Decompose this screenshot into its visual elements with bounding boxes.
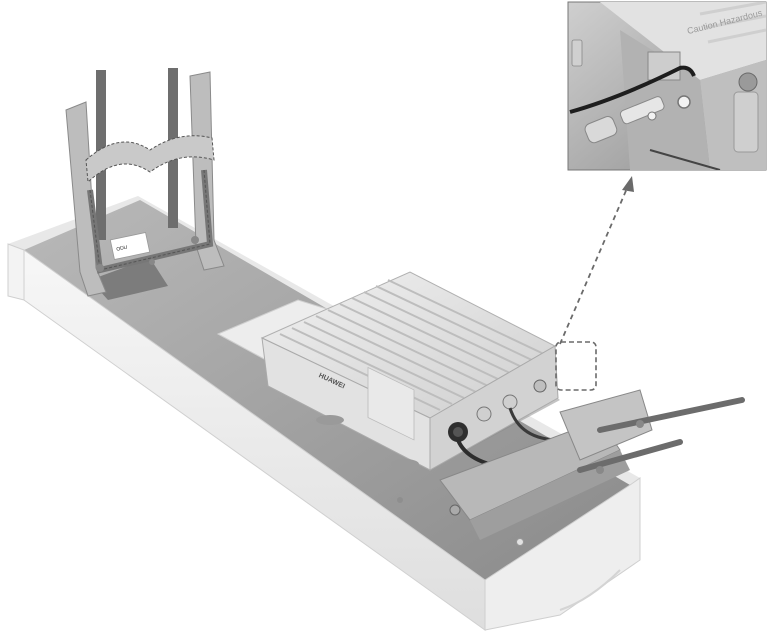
detail-inset: Caution Hazardous [567,1,767,171]
callout-highlight-box [555,341,597,391]
threaded-rod-lower [577,439,683,473]
right-mounting-bracket [439,389,745,540]
svg-text:ODU: ODU [116,245,128,253]
outdoor-unit: HUAWEI [216,271,561,472]
left-pole-bracket: ODU [65,68,225,300]
threaded-rod-upper [597,397,745,433]
callout-arrow-line [559,185,629,345]
callout-arrow-head [622,176,634,192]
